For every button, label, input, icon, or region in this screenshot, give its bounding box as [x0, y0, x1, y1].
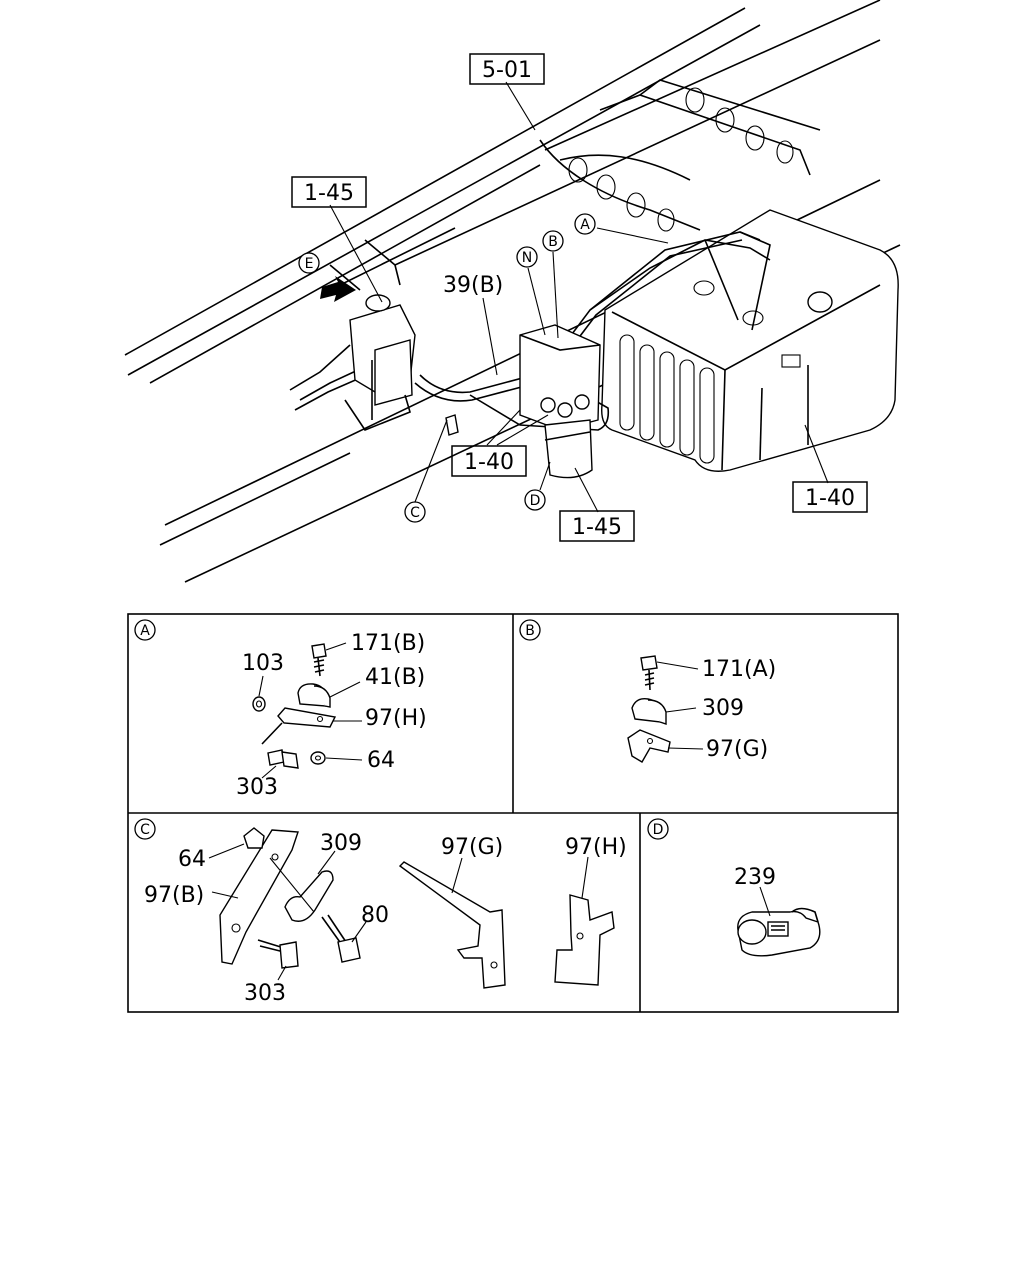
bolt-80	[321, 914, 361, 963]
ref-box-1-40-center: 1-40	[451, 445, 527, 477]
bolt-303	[267, 749, 299, 769]
left-fuel-filter-assembly	[344, 294, 416, 431]
label-171b: 171(B)	[351, 631, 425, 656]
bolt-C	[445, 414, 459, 436]
svg-text:B: B	[525, 623, 535, 639]
washer-64	[310, 751, 326, 765]
label-97h-c: 97(H)	[565, 835, 627, 860]
svg-text:B: B	[548, 234, 558, 250]
label-97g-b: 97(G)	[706, 737, 768, 762]
bracket-97g-c	[398, 861, 506, 989]
clamp-239	[737, 907, 821, 957]
svg-text:A: A	[580, 217, 590, 233]
marker-A: A	[574, 213, 596, 235]
svg-text:E: E	[305, 256, 314, 272]
label-309-c: 309	[320, 831, 362, 856]
detail-D-marker: D	[647, 818, 669, 840]
svg-text:C: C	[410, 505, 420, 521]
bracket-97h-c	[554, 894, 615, 986]
detail-C-panel: C	[134, 818, 627, 1006]
detail-A-marker: A	[134, 619, 156, 641]
label-97g-c: 97(G)	[441, 835, 503, 860]
label-97b: 97(B)	[144, 883, 204, 908]
label-41b: 41(B)	[365, 665, 425, 690]
svg-text:N: N	[522, 250, 532, 266]
label-309-b: 309	[702, 696, 744, 721]
label-64-c: 64	[178, 847, 206, 872]
svg-text:C: C	[140, 822, 150, 838]
ref-box-1-45-bottom: 1-45	[559, 510, 635, 542]
label-97h: 97(H)	[365, 706, 427, 731]
clip-41b	[297, 683, 331, 708]
nut-64	[243, 827, 265, 849]
label-80: 80	[361, 903, 389, 928]
marker-N: N	[516, 246, 538, 268]
detail-A-panel: A	[134, 619, 427, 800]
marker-B: B	[542, 230, 564, 252]
detail-B-marker: B	[519, 619, 541, 641]
svg-text:A: A	[140, 623, 150, 639]
ref-box-1-40-right: 1-40	[792, 481, 868, 513]
svg-text:D: D	[653, 822, 664, 838]
label-303-c: 303	[244, 981, 286, 1006]
ref-1-45-bottom-text: 1-45	[572, 515, 622, 540]
detail-C-marker: C	[134, 818, 156, 840]
bracket-97h	[261, 707, 337, 745]
marker-E: E	[298, 252, 320, 274]
ref-1-40-right-text: 1-40	[805, 486, 855, 511]
view-e-arrow	[320, 276, 356, 302]
label-39b: 39(B)	[443, 273, 503, 298]
ref-box-5-01: 5-01	[469, 53, 545, 85]
label-171a: 171(A)	[702, 657, 776, 682]
detail-D-panel: D 239	[647, 818, 821, 957]
main-assembly-drawing: 5-01 1-45 1-40 1-45 1-40 39(B) E N	[124, 0, 901, 583]
detail-grid	[127, 613, 899, 1013]
leader-lines	[329, 81, 829, 513]
marker-D: D	[524, 489, 546, 511]
bolt-303-c	[257, 939, 299, 969]
label-103: 103	[242, 651, 284, 676]
nut-103	[252, 696, 266, 712]
ref-box-1-45-left: 1-45	[291, 176, 367, 208]
bracket-97g	[627, 729, 671, 763]
marker-C: C	[404, 501, 426, 523]
bracket-97b	[219, 829, 299, 965]
label-239: 239	[734, 865, 776, 890]
clip-309	[631, 698, 667, 725]
fuel-tank	[601, 209, 899, 472]
fuel-lines	[289, 231, 771, 431]
ref-1-40-center-text: 1-40	[464, 450, 514, 475]
ref-1-45-left-text: 1-45	[304, 181, 354, 206]
clip-309-c	[284, 870, 334, 922]
label-303: 303	[236, 775, 278, 800]
svg-text:D: D	[530, 493, 541, 509]
ref-5-01-text: 5-01	[482, 58, 532, 83]
label-64: 64	[367, 748, 395, 773]
bolt-171b	[311, 643, 327, 677]
center-fuel-filter-assembly	[519, 324, 601, 479]
detail-B-panel: B 171(A) 309 97(G)	[519, 619, 776, 763]
bolt-171a	[640, 655, 658, 691]
